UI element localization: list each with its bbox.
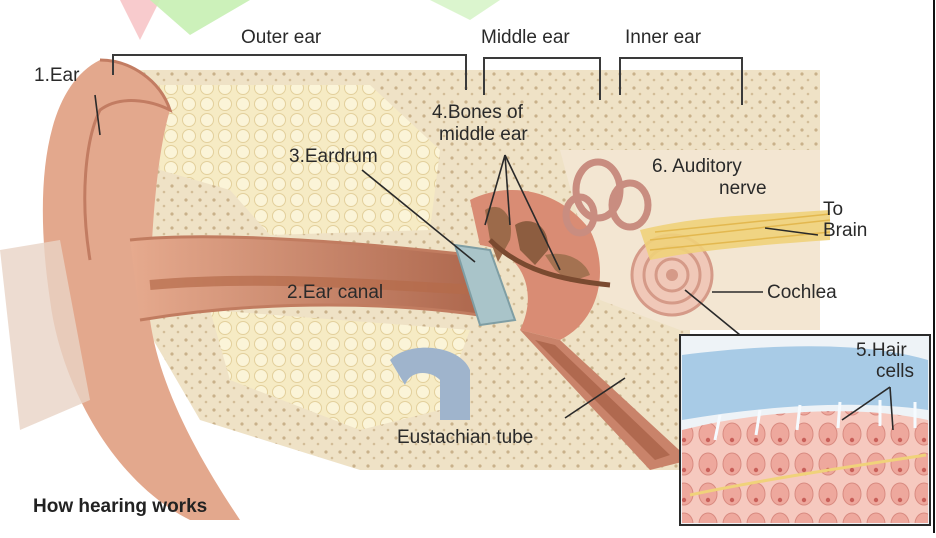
label-middle-ear: Middle ear bbox=[481, 27, 570, 49]
label-to-brain-line2: Brain bbox=[823, 220, 867, 242]
label-ear: 1.Ear bbox=[34, 65, 79, 87]
watermark-green-shape bbox=[150, 0, 250, 35]
label-inner-ear: Inner ear bbox=[625, 27, 701, 49]
label-hair-cells-line2: cells bbox=[876, 361, 914, 383]
label-auditory-line1: 6. Auditory bbox=[652, 156, 742, 178]
watermark-red-shape bbox=[120, 0, 160, 40]
label-bones-line1: 4.Bones of bbox=[432, 102, 523, 124]
label-bones-line2: middle ear bbox=[439, 124, 528, 146]
caption: How hearing works bbox=[33, 496, 207, 518]
label-cochlea: Cochlea bbox=[767, 282, 837, 304]
label-eardrum: 3.Eardrum bbox=[289, 146, 378, 168]
label-eustachian-tube: Eustachian tube bbox=[397, 427, 533, 449]
watermark-green-shape-2 bbox=[430, 0, 500, 20]
label-ear-canal: 2.Ear canal bbox=[287, 282, 383, 304]
label-to-brain-line1: To bbox=[823, 199, 843, 221]
label-hair-cells-line1: 5.Hair bbox=[856, 340, 907, 362]
label-outer-ear: Outer ear bbox=[241, 27, 321, 49]
label-auditory-line2: nerve bbox=[719, 178, 767, 200]
